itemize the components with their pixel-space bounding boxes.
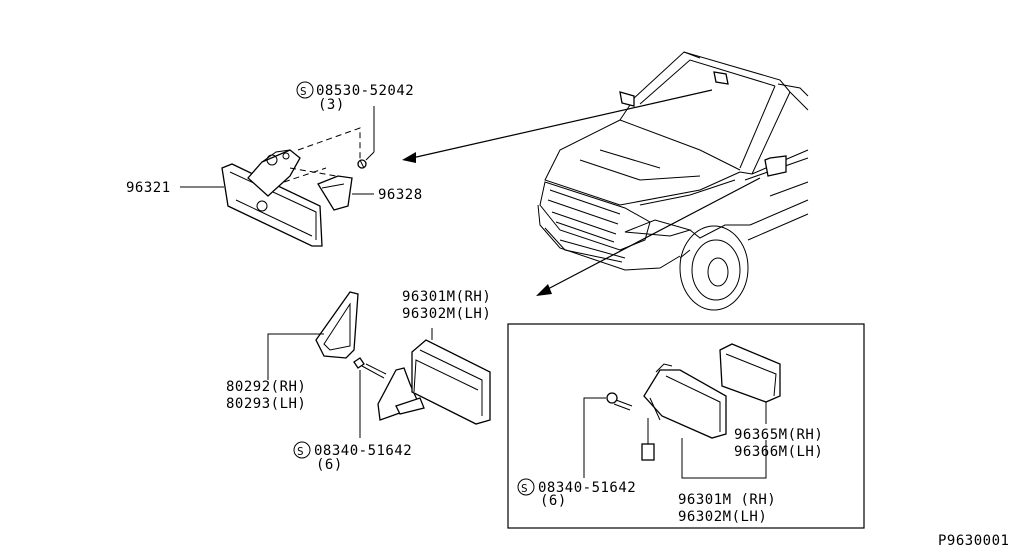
label-screw-bottom: 08340-51642	[314, 443, 412, 459]
label-gasket-lh: 80293(LH)	[226, 396, 306, 412]
label-box-mirror-lh: 96302M(LH)	[678, 509, 767, 525]
label-screw-bottom-qty: (6)	[316, 457, 343, 473]
s-symbol-box-letter: S	[521, 482, 528, 495]
label-gasket-rh: 80292(RH)	[226, 379, 306, 395]
label-box-glass-rh: 96365M(RH)	[734, 427, 823, 443]
label-box-screw-qty: (6)	[540, 493, 567, 509]
s-symbol-box	[517, 478, 535, 496]
figure-code: P9630001	[938, 533, 1009, 549]
s-symbol-top	[296, 81, 314, 99]
label-box-glass-lh: 96366M(LH)	[734, 444, 823, 460]
label-screw-top-qty: (3)	[318, 97, 345, 113]
label-outer-mirror-lh: 96302M(LH)	[402, 306, 491, 322]
detail-box	[507, 323, 865, 529]
s-symbol-bottom	[293, 441, 311, 459]
leader-arrows	[402, 89, 761, 296]
vehicle-illustration	[537, 51, 809, 311]
label-mirror-cover: 96328	[378, 187, 423, 203]
s-symbol-top-letter: S	[300, 85, 307, 98]
label-box-screw: 08340-51642	[538, 480, 636, 496]
label-inner-mirror: 96321	[126, 180, 171, 196]
outer-mirror-group	[267, 291, 491, 438]
s-symbol-bottom-letter: S	[297, 445, 304, 458]
label-screw-top: 08530-52042	[316, 83, 414, 99]
inner-mirror-group	[180, 106, 375, 247]
label-box-mirror-rh: 96301M (RH)	[678, 492, 776, 508]
part-labels: S 08530-52042 (3) 96321 96328 96301M(RH)…	[126, 81, 1009, 549]
label-outer-mirror-rh: 96301M(RH)	[402, 289, 491, 305]
